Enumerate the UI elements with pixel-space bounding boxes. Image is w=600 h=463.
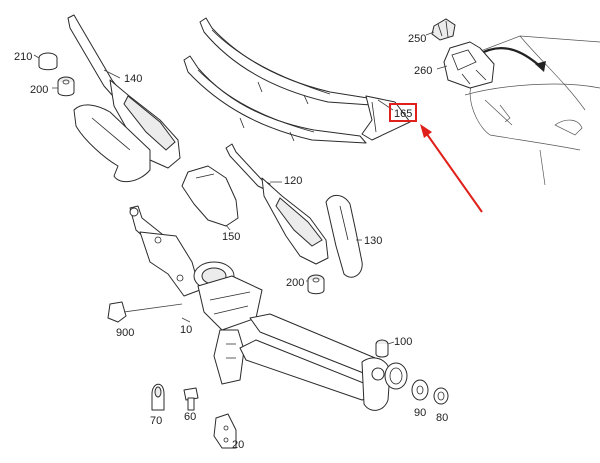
part-70-grommet <box>151 383 165 411</box>
part-150-cover <box>181 165 239 227</box>
label-80: 80 <box>436 412 448 424</box>
leader-140 <box>103 69 121 79</box>
callout-arrow-head <box>420 124 432 138</box>
part-90-washer <box>411 379 429 401</box>
part-900-connector <box>107 301 127 323</box>
leader-250 <box>425 31 435 36</box>
wiper-blade-lower <box>183 55 367 144</box>
label-70: 70 <box>150 415 162 427</box>
leader-260 <box>436 65 448 70</box>
wiper-blade-end-piece <box>361 95 411 141</box>
label-165-highlight-box <box>389 103 417 122</box>
label-100: 100 <box>394 336 412 348</box>
label-260: 260 <box>414 65 432 77</box>
part-140-wiper-arm <box>67 14 181 183</box>
label-150: 150 <box>222 231 240 243</box>
label-130: 130 <box>364 235 382 247</box>
part-130-cover <box>325 195 363 278</box>
part-200-nut-top <box>57 76 75 97</box>
label-140: 140 <box>124 73 142 85</box>
part-210-cap <box>38 52 58 71</box>
label-200-middle: 200 <box>286 277 304 289</box>
part-20-bracket <box>213 413 237 449</box>
part-80-nut <box>433 387 449 405</box>
leader-210 <box>33 54 40 59</box>
part-120-wiper-arm <box>225 143 329 265</box>
leader-150 <box>225 224 231 231</box>
leader-100 <box>387 341 395 345</box>
part-60-bolt <box>183 387 199 411</box>
part-100-cap <box>375 339 389 358</box>
label-900: 900 <box>116 327 134 339</box>
part-100-bushing <box>384 362 408 390</box>
part-200-nut-middle <box>307 274 325 295</box>
label-250: 250 <box>408 33 426 45</box>
label-200-top: 200 <box>30 84 48 96</box>
part-10-linkage-assembly <box>129 205 391 411</box>
label-165: 165 <box>394 108 412 120</box>
direction-arrow-head <box>535 61 546 72</box>
leader-10 <box>181 317 191 323</box>
label-60: 60 <box>184 411 196 423</box>
part-250-clip <box>431 18 456 41</box>
wiper-blade-upper <box>199 17 386 107</box>
label-10: 10 <box>180 324 192 336</box>
label-120: 120 <box>284 175 302 187</box>
part-260-housing <box>443 41 495 89</box>
label-210: 210 <box>14 51 32 63</box>
callout-arrow <box>423 129 483 213</box>
label-90: 90 <box>414 407 426 419</box>
leader-900 <box>123 303 183 313</box>
label-20: 20 <box>232 439 244 451</box>
